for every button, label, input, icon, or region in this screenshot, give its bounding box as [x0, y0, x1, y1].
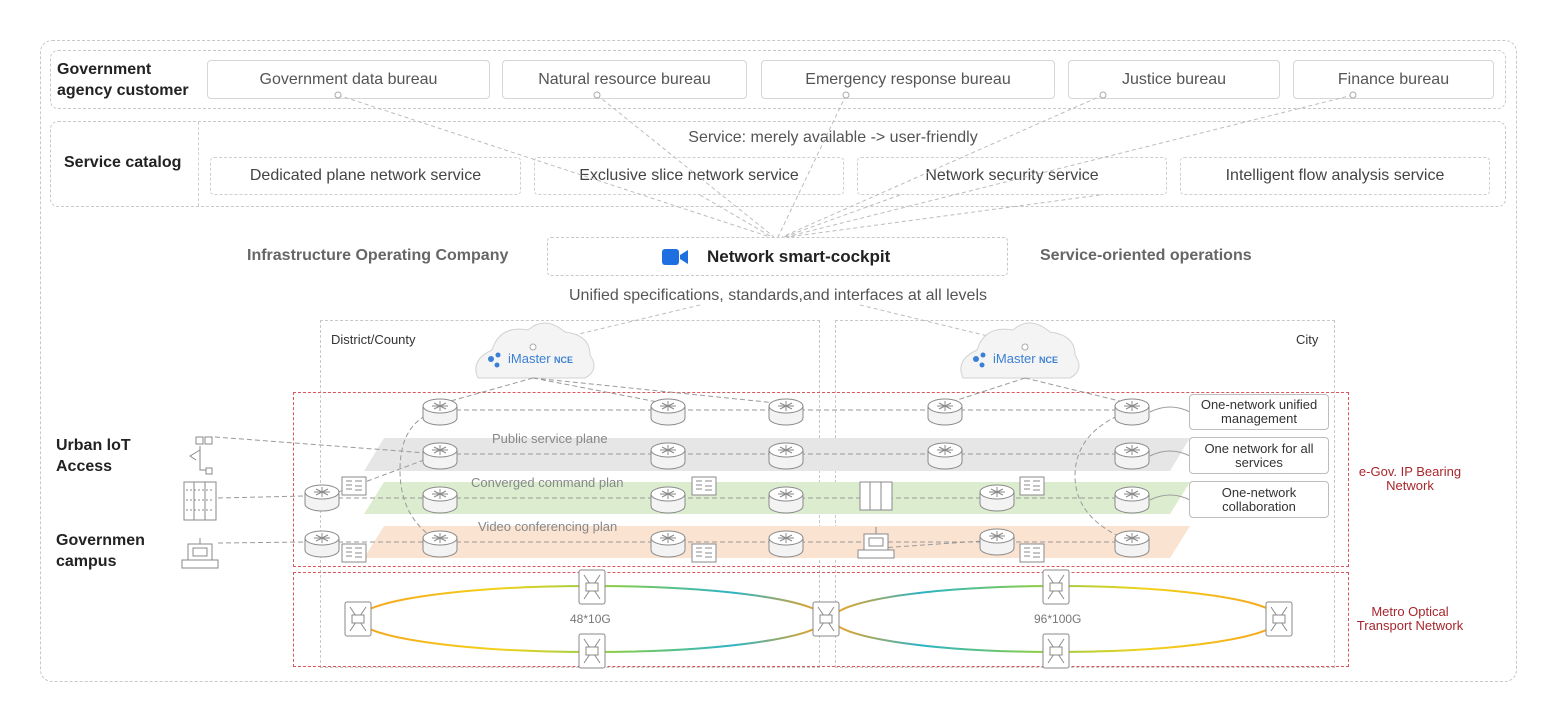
infrastructure-label: Infrastructure Operating Company [247, 247, 509, 264]
plane-label-command: Converged command plan [471, 475, 624, 490]
server-rack-icon-city [859, 481, 893, 511]
unified-text: Unified specifications, standards,and in… [569, 287, 987, 304]
catalog-divider [198, 122, 199, 206]
customer-row [50, 50, 1506, 109]
cloud-right-brand: iMaster NCE [993, 351, 1058, 366]
cloud-left-brand-text: iMaster [508, 351, 551, 366]
region-city-label: City [1296, 332, 1319, 347]
cockpit-box[interactable] [547, 237, 1008, 276]
bureau-government-data[interactable]: Government data bureau [207, 60, 490, 99]
plane-label-video: Video conferencing plan [478, 519, 618, 534]
region-district-label: District/County [331, 332, 416, 347]
service-exclusive-slice[interactable]: Exclusive slice network service [534, 157, 844, 195]
operations-label: Service-oriented operations [1040, 247, 1252, 264]
connector-lines [337, 94, 1354, 346]
bureau-finance[interactable]: Finance bureau [1293, 60, 1494, 99]
catalog-label: Service catalog [64, 154, 182, 171]
otn-left-capacity: 48*10G [570, 612, 611, 626]
outer-frame [40, 40, 1517, 682]
ip-network-frame [293, 392, 1349, 567]
catalog-row [50, 121, 1506, 207]
cockpit-title: Network smart-cockpit [707, 247, 891, 266]
ip-network-label: e-Gov. IP Bearing Network [1358, 464, 1462, 493]
terminal-icon [181, 538, 219, 569]
otn-network-label: Metro Optical Transport Network [1356, 604, 1464, 633]
cloud-right-sub-text: NCE [1038, 355, 1058, 365]
catalog-headline: Service: merely available -> user-friend… [688, 129, 978, 146]
otn-right-capacity: 96*100G [1034, 612, 1082, 626]
right-box-collaboration: One-network collaboration [1189, 481, 1329, 518]
iot-camera-icon [189, 436, 213, 475]
terminal-icon-city [857, 527, 895, 559]
right-box-all-services: One network for all services [1189, 437, 1329, 474]
plane-label-public: Public service plane [492, 431, 608, 446]
cloud-right-icon [960, 322, 1080, 379]
cockpit-camera-icon [662, 248, 688, 266]
bureau-emergency-response[interactable]: Emergency response bureau [761, 60, 1055, 99]
service-dedicated-plane[interactable]: Dedicated plane network service [210, 157, 521, 195]
bureau-natural-resource[interactable]: Natural resource bureau [502, 60, 747, 99]
government-campus-label: Governmen campus [56, 532, 145, 570]
cloud-right-brand-text: iMaster [993, 351, 1036, 366]
server-rack-icon [183, 481, 217, 521]
service-intelligent-flow[interactable]: Intelligent flow analysis service [1180, 157, 1490, 195]
service-network-security[interactable]: Network security service [857, 157, 1167, 195]
cloud-left-icon [475, 322, 595, 379]
otn-network-frame [293, 572, 1349, 667]
customer-label: Government agency customer [57, 61, 189, 99]
iot-access-label: Urban loT Access [56, 437, 131, 475]
cloud-left-sub-text: NCE [553, 355, 573, 365]
right-box-unified-management: One-network unified management [1189, 394, 1329, 430]
otn-node-icons [344, 569, 1293, 669]
cloud-left-brand: iMaster NCE [508, 351, 573, 366]
